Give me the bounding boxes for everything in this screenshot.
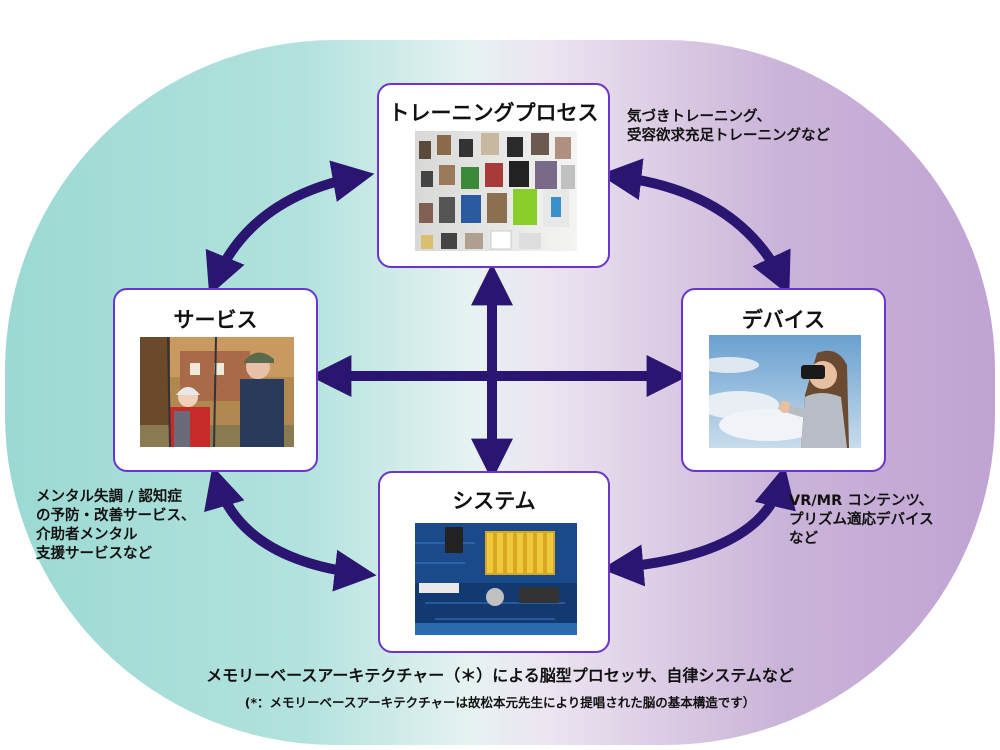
- service-note-line: 介助者メンタル: [36, 527, 138, 543]
- service-box: サービス: [113, 288, 318, 472]
- device-box: デバイス: [681, 288, 886, 472]
- training-note-line: 受容欲求充足トレーニングなど: [627, 128, 830, 144]
- photo-gallery-wall: [415, 131, 577, 251]
- training-note: 気づきトレーニング、 受容欲求充足トレーニングなど: [627, 108, 830, 146]
- device-note-line: など: [789, 531, 818, 547]
- training-process-title: トレーニングプロセス: [388, 101, 599, 125]
- training-note-line: 気づきトレーニング、: [627, 109, 771, 125]
- service-title: サービス: [173, 308, 258, 332]
- footnote-caption: (*：メモリーベースアーキテクチャーは故松本元先生により提唱された脳の基本構造で…: [244, 695, 756, 710]
- training-process-box: トレーニングプロセス: [377, 83, 610, 268]
- system-box: システム: [378, 471, 610, 653]
- elderly-couple-photo: [140, 337, 294, 447]
- service-note-line: 支援サービスなど: [36, 546, 152, 562]
- service-note-line: メンタル失調 / 認知症: [36, 489, 182, 505]
- service-note-line: の予防・改善サービス、: [36, 508, 196, 524]
- arrow-device-system: [601, 465, 796, 587]
- service-note: メンタル失調 / 認知症 の予防・改善サービス、 介助者メンタル 支援サービスな…: [36, 488, 196, 564]
- system-title: システム: [452, 489, 536, 513]
- device-note-line: プリズム適応デバイス: [789, 512, 934, 528]
- device-title: デバイス: [741, 308, 826, 332]
- device-note: VR/MR コンテンツ、 プリズム適応デバイス など: [789, 492, 934, 549]
- arrow-training-service: [205, 160, 375, 296]
- main-caption: メモリーベースアーキテクチャー（＊）による脳型プロセッサ、自律システムなど: [206, 666, 794, 685]
- arrow-training-device: [599, 158, 791, 296]
- circuit-board-photo: [415, 523, 577, 635]
- arrow-service-system: [204, 465, 377, 592]
- device-note-line: VR/MR コンテンツ、: [789, 493, 934, 509]
- vr-headset-photo: [709, 335, 861, 448]
